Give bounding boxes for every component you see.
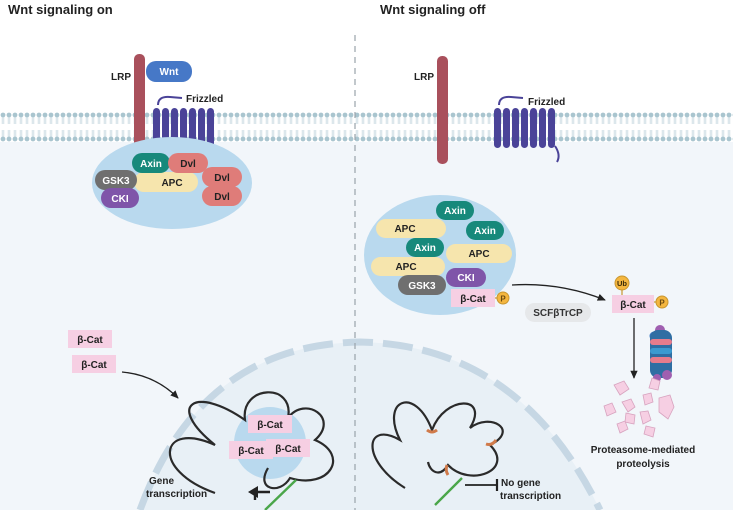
beta-catenin-free-label-2: β-Cat	[81, 360, 107, 371]
apc-label-right-2: APC	[468, 249, 489, 260]
apc-label-right-1: APC	[394, 224, 415, 235]
transcription-start-arrow-head	[248, 486, 258, 498]
lrp-label-left: LRP	[111, 72, 131, 83]
axin-label-right-1: Axin	[444, 206, 466, 217]
lrp-receptor-left	[134, 54, 145, 164]
frizzled-label-right: Frizzled	[528, 97, 565, 108]
no-gene-transcription-line2: transcription	[500, 491, 561, 502]
dvl-label-1: Dvl	[180, 159, 196, 170]
lrp-receptor-right	[437, 56, 448, 164]
axin-label-right-2: Axin	[474, 226, 496, 237]
beta-catenin-nuclear-label-3: β-Cat	[275, 444, 301, 455]
chromatin-marker-right-2	[485, 439, 498, 446]
lrp-label-right: LRP	[414, 72, 434, 83]
ubiquitin-label: Ub	[617, 279, 627, 288]
title-wnt-off: Wnt signaling off	[380, 2, 486, 17]
gene-transcription-label-line1: Gene	[149, 476, 174, 487]
apc-label-left: APC	[161, 178, 182, 189]
axin-protein-right-3	[406, 238, 444, 257]
scf-btrcp-complex	[525, 303, 591, 322]
phosphate-group-1	[496, 291, 510, 305]
beta-catenin-tagged-label: β-Cat	[620, 300, 646, 311]
gene-locus-silenced	[434, 477, 463, 506]
proteolysis-label-line1: Proteasome-mediated	[591, 445, 695, 456]
proteasome-icon	[649, 325, 672, 382]
axin-label-left: Axin	[140, 159, 162, 170]
wnt-ligand	[146, 61, 192, 82]
phosphate-group-2	[655, 295, 669, 309]
axin-protein-right-1	[436, 201, 474, 220]
beta-catenin-nuclear-3	[266, 439, 310, 457]
beta-catenin-free-1	[68, 330, 112, 348]
cki-label-left: CKI	[111, 194, 128, 205]
gsk3-label-left: GSK3	[102, 176, 130, 187]
beta-catenin-nuclear-label-1: β-Cat	[257, 420, 283, 431]
beta-catenin-nuclear-2	[229, 441, 273, 459]
title-wnt-on: Wnt signaling on	[8, 2, 113, 17]
axin-label-right-3: Axin	[414, 243, 436, 254]
no-gene-transcription-line1: No gene	[501, 478, 541, 489]
ubiquitin-tag	[614, 275, 630, 291]
scf-btrcp-label: SCFβTrCP	[533, 308, 583, 319]
plasma-membrane	[0, 112, 733, 142]
chromatin-left	[168, 391, 335, 495]
apc-label-right-3: APC	[395, 262, 416, 273]
right-panel: LRP Frizzled Axin APC Axin Axin APC APC …	[364, 56, 695, 506]
beta-catenin-complexed-label: β-Cat	[460, 294, 486, 305]
dvl-label-3: Dvl	[214, 192, 230, 203]
proteolysis-label-line2: proteolysis	[616, 459, 670, 470]
gene-transcription-label-line2: transcription	[146, 489, 207, 500]
beta-catenin-free-2	[72, 355, 116, 373]
dvl-label-2: Dvl	[214, 173, 230, 184]
chromatin-right	[371, 401, 504, 489]
apc-protein-left	[134, 172, 198, 192]
ubiquitination-arrow	[511, 283, 606, 301]
dvl-protein-2	[202, 167, 242, 187]
apc-protein-right-1	[376, 219, 446, 238]
gsk3-protein-right	[398, 275, 446, 295]
beta-catenin-nuclear-1	[248, 415, 292, 433]
axin-protein-left	[132, 153, 170, 173]
dvl-protein-1	[168, 153, 208, 173]
chromatin-marker-right-1	[426, 428, 438, 434]
left-panel: LRP Wnt Frizzled APC Axin Dvl GSK3 CKI D…	[68, 54, 335, 511]
gene-locus-active	[264, 479, 297, 511]
wnt-label: Wnt	[160, 67, 180, 78]
phosphate-label-1: P	[500, 295, 506, 304]
nuclear-import-arrow	[121, 371, 179, 399]
protein-fragments	[603, 377, 675, 438]
beta-catenin-nuclear-label-2: β-Cat	[238, 446, 264, 457]
beta-catenin-tagged	[612, 295, 654, 313]
gsk3-protein-left	[95, 170, 137, 190]
apc-protein-right-2	[446, 244, 512, 263]
phosphate-label-2: P	[659, 299, 665, 308]
cki-protein-left	[101, 188, 139, 208]
gsk3-label-right: GSK3	[408, 281, 436, 292]
cki-protein-right	[446, 268, 486, 287]
beta-catenin-complexed	[451, 289, 495, 307]
frizzled-label-left: Frizzled	[186, 94, 223, 105]
chromatin-marker-right-3	[444, 464, 450, 476]
dvl-protein-3	[202, 186, 242, 206]
apc-protein-right-3	[371, 257, 445, 276]
axin-protein-right-2	[466, 221, 504, 240]
cki-label-right: CKI	[457, 273, 474, 284]
nuclear-envelope	[136, 338, 604, 512]
beta-catenin-free-label-1: β-Cat	[77, 335, 103, 346]
frizzled-receptor-right	[494, 95, 560, 163]
